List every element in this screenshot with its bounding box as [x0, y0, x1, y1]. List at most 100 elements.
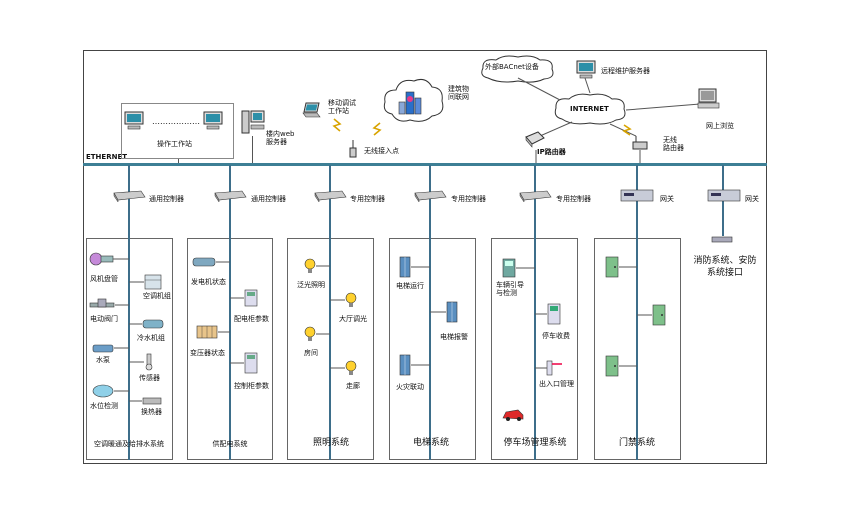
ethernet-bus — [83, 163, 767, 166]
fire-security-title: 消防系统、安防 系统接口 — [693, 256, 757, 278]
bulb-icon — [304, 258, 316, 274]
web-browse-label: 网上浏览 — [706, 122, 734, 130]
heat-exchanger-label: 换热器 — [141, 408, 162, 416]
fire-interface-icon — [711, 236, 733, 244]
controller-label: 通用控制器 — [251, 195, 286, 203]
transformer-icon — [196, 325, 218, 339]
door-icon — [652, 304, 666, 326]
air-handler-icon — [144, 274, 162, 290]
controller-label: 专用控制器 — [451, 195, 486, 203]
access-title: 门禁系统 — [618, 438, 656, 448]
room-label: 房间 — [304, 349, 318, 357]
fan-coil-icon — [89, 252, 115, 266]
control-cabinet-icon — [244, 352, 258, 374]
entrance-exit-label: 出入口管理 — [539, 380, 574, 388]
pump-label: 水泵 — [96, 356, 110, 364]
remote-server-label: 远程维护服务器 — [601, 67, 650, 75]
door-icon — [605, 256, 619, 278]
web-server-label: 楼内web 服务器 — [266, 130, 295, 146]
gateway-icon — [620, 188, 654, 204]
wireless-router-label: 无线 路由器 — [663, 136, 684, 152]
workstation-right-icon — [203, 111, 223, 131]
wireless-ap-label: 无线接入点 — [364, 147, 399, 155]
workstation-group — [121, 103, 234, 159]
valve-icon — [89, 298, 115, 312]
elevator-title: 电梯系统 — [412, 438, 450, 448]
controller-label: 专用控制器 — [350, 195, 385, 203]
ip-router-label: IP路由器 — [537, 148, 566, 156]
lobby-dimming-label: 大厅调光 — [339, 315, 367, 323]
parking-title: 停车场管理系统 — [503, 438, 567, 448]
gateway-label: 网关 — [745, 195, 759, 203]
wireless-router-icon — [632, 136, 648, 150]
web-browse-pc-icon — [697, 88, 721, 110]
fan-coil-label: 风机盘管 — [90, 275, 118, 283]
water-level-icon — [92, 383, 114, 399]
vehicle-detector-icon — [502, 258, 516, 278]
distribution-cabinet-icon — [244, 289, 258, 307]
elevator-icon — [399, 354, 411, 376]
controller-icon — [412, 189, 448, 203]
vehicle-guidance-label: 车辆引导 与检测 — [496, 281, 524, 297]
controller-icon — [312, 189, 348, 203]
building-iot-label: 建筑物 间联网 — [448, 85, 469, 101]
pump-icon — [92, 342, 114, 354]
ip-router-icon — [524, 130, 546, 148]
controller-label: 专用控制器 — [556, 195, 591, 203]
generator-label: 发电机状态 — [191, 278, 226, 286]
chiller-label: 冷水机组 — [137, 334, 165, 342]
valve-label: 电动阀门 — [90, 315, 118, 323]
water-level-label: 水位检测 — [90, 402, 118, 410]
power-title: 供配电系统 — [212, 440, 248, 448]
elevator-run-label: 电梯运行 — [396, 282, 424, 290]
laptop-icon — [302, 102, 322, 118]
control-cabinet-label: 控制柜参数 — [234, 382, 269, 390]
lighting-title: 照明系统 — [312, 438, 350, 448]
heat-exchanger-icon — [142, 396, 162, 406]
bulb-icon — [345, 292, 357, 308]
sensor-label: 传感器 — [139, 374, 160, 382]
wireless-signal-icon — [622, 124, 632, 136]
floodlight-label: 泛光照明 — [297, 281, 325, 289]
gateway-icon — [707, 188, 741, 204]
bacnet-cloud-icon — [478, 54, 558, 84]
cloud-icon — [380, 74, 446, 126]
wireless-signal-icon — [331, 118, 343, 132]
hvac-title: 空调暖通及给排水系统 — [94, 440, 164, 448]
bulb-icon — [345, 360, 357, 376]
web-server-icon — [241, 109, 265, 135]
fire-linkage-label: 火灾联动 — [396, 383, 424, 391]
controller-icon — [517, 189, 553, 203]
air-handler-label: 空调机组 — [143, 292, 171, 300]
car-icon — [501, 407, 525, 423]
corridor-label: 走廊 — [346, 382, 360, 390]
controller-icon — [111, 189, 147, 203]
elevator-icon — [446, 301, 458, 323]
transformer-label: 变压器状态 — [190, 349, 225, 357]
access-point-icon — [348, 140, 358, 158]
controller-label: 通用控制器 — [149, 195, 184, 203]
remote-server-icon — [576, 60, 596, 80]
bulb-icon — [304, 326, 316, 342]
workstation-left-icon — [124, 111, 144, 131]
ethernet-label: ETHERNET — [86, 153, 128, 161]
parking-fee-label: 停车收费 — [542, 332, 570, 340]
mobile-station-label: 移动调试 工作站 — [328, 99, 356, 115]
elevator-icon — [399, 256, 411, 278]
generator-icon — [192, 256, 216, 268]
gateway-label: 网关 — [660, 195, 674, 203]
door-icon — [605, 355, 619, 377]
distribution-cabinet-label: 配电柜参数 — [234, 315, 269, 323]
external-bacnet-label: 外部BACnet设备 — [485, 63, 539, 71]
sensor-icon — [144, 353, 154, 371]
workstation-dots: ……………… — [152, 117, 200, 126]
internet-label: INTERNET — [570, 105, 609, 113]
elevator-alarm-label: 电梯报警 — [440, 333, 468, 341]
workstation-label: 操作工作站 — [157, 140, 192, 148]
wireless-signal-icon — [371, 122, 383, 136]
diagram-frame — [83, 50, 767, 464]
chiller-icon — [142, 318, 164, 330]
